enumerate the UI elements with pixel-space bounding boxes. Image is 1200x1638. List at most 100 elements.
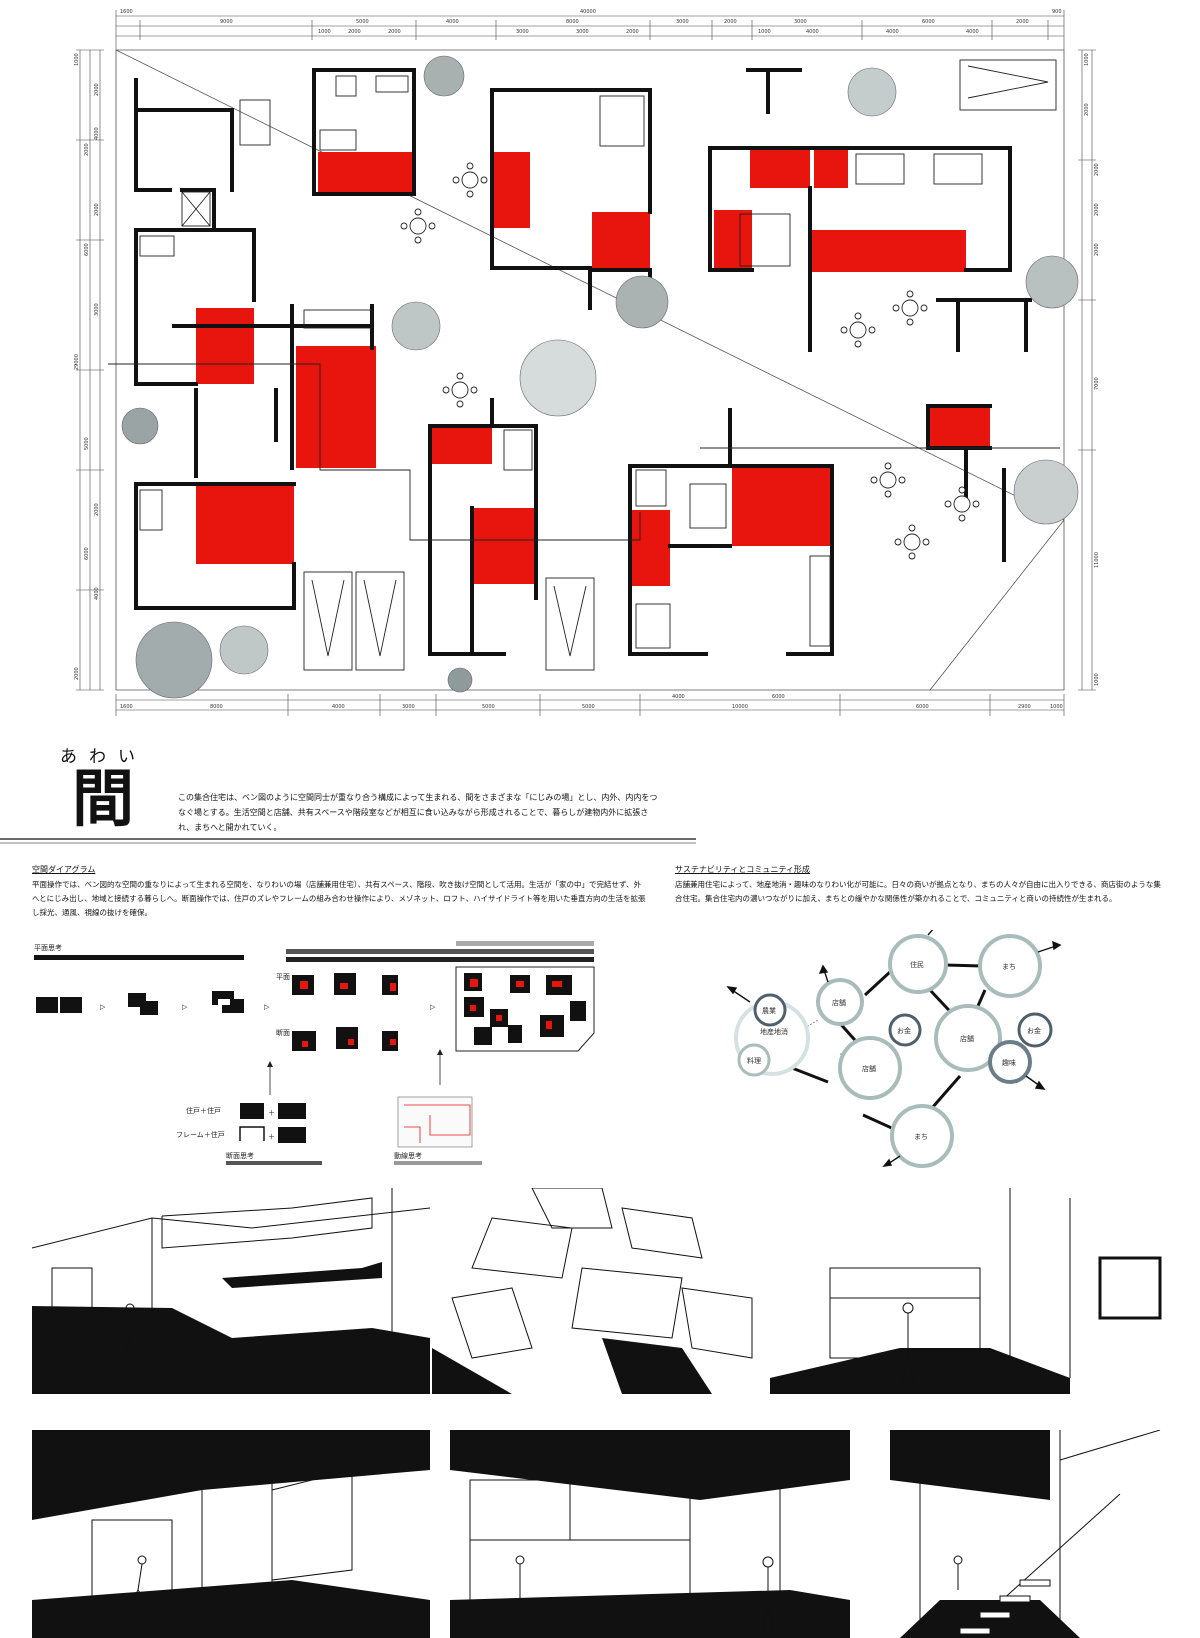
svg-text:5000: 5000 [482,704,495,710]
svg-text:まち: まち [914,1133,928,1141]
svg-text:1000: 1000 [1084,53,1090,66]
svg-text:8000: 8000 [566,19,579,25]
walls [134,68,1032,656]
svg-text:2000: 2000 [724,19,737,25]
svg-text:2000: 2000 [94,203,100,216]
svg-text:2000: 2000 [94,503,100,516]
perspective-3 [770,1188,1170,1394]
title-kanji: 間 [72,762,135,835]
title-furigana: あわい [60,747,147,767]
svg-text:3000: 3000 [402,704,415,710]
svg-text:4000: 4000 [446,19,459,25]
svg-text:▷: ▷ [264,1003,270,1011]
svg-text:4000: 4000 [672,694,685,700]
label-combo1: 住戸＋住戸 [186,1106,221,1115]
trees [121,55,1079,699]
svg-text:2000: 2000 [1094,163,1100,176]
svg-text:＋: ＋ [268,1133,275,1141]
svg-text:2000: 2000 [1094,203,1100,216]
network-diagram: 農業 地産地消 料理 店舗 住民 まち お金 店舗 お金 趣味 店舗 まち [726,930,1062,1168]
sustain-title: サステナビリティとコミュニティ形成 [675,865,810,874]
interior-lines [108,59,1060,671]
svg-text:4000: 4000 [94,587,100,600]
perspective-4 [32,1430,430,1638]
label-section-think: 断面思考 [226,1151,254,1160]
svg-text:2000: 2000 [74,667,80,680]
svg-text:3000: 3000 [94,303,100,316]
perspective-5 [450,1430,850,1638]
svg-text:2000: 2000 [1016,19,1029,25]
svg-text:4000: 4000 [806,29,819,35]
svg-text:＋: ＋ [268,1109,275,1117]
site-plan: 40000 1600 9000 5000 4000 8000 3000 2000… [74,9,1100,716]
svg-text:2000: 2000 [1084,103,1090,116]
svg-text:▷: ▷ [100,1003,106,1011]
svg-text:店舗: 店舗 [960,1034,974,1043]
red-zones [196,148,990,586]
svg-text:地産地消: 地産地消 [760,1027,788,1036]
svg-text:2000: 2000 [84,143,90,156]
svg-text:住民: 住民 [910,960,924,969]
svg-text:4000: 4000 [886,29,899,35]
dimension-frame [76,10,1096,716]
diagram-title: 空間ダイアグラム [32,865,96,874]
svg-text:7000: 7000 [1094,377,1100,390]
svg-text:3000: 3000 [576,29,589,35]
svg-text:1000: 1000 [318,29,331,35]
svg-text:1000: 1000 [758,29,771,35]
svg-text:6000: 6000 [772,694,785,700]
svg-text:2000: 2000 [348,29,361,35]
svg-text:3000: 3000 [794,19,807,25]
svg-text:お金: お金 [1027,1026,1041,1035]
label-section: 断面 [276,1028,290,1037]
svg-text:1000: 1000 [74,53,80,66]
svg-text:8000: 8000 [210,704,223,710]
svg-text:6000: 6000 [916,704,929,710]
svg-text:9000: 9000 [220,19,233,25]
svg-text:5000: 5000 [582,704,595,710]
svg-text:2900: 2900 [1018,704,1031,710]
svg-text:4000: 4000 [94,127,100,140]
space-diagram: 平面思考 ▷ ▷ ▷ 平面 断面 ▷ 住戸＋住戸 ＋ フレーム＋住戸 ＋ 断面思… [34,941,595,1165]
diagram-body: 平面操作では、ベン図的な空間の重なりによって生まれる空間を、なりわいの場（店舗兼… [32,880,646,917]
svg-text:趣味: 趣味 [1002,1058,1016,1067]
svg-text:2000: 2000 [1094,243,1100,256]
svg-text:4000: 4000 [966,29,979,35]
label-plan-think: 平面思考 [34,944,62,952]
svg-text:6000: 6000 [922,19,935,25]
perspective-2 [432,1188,758,1394]
svg-text:1000: 1000 [1050,704,1063,710]
svg-text:お金: お金 [897,1026,911,1035]
svg-text:5000: 5000 [356,19,369,25]
svg-text:まち: まち [1002,963,1016,971]
svg-text:店舗: 店舗 [862,1064,876,1073]
svg-text:2000: 2000 [626,29,639,35]
svg-text:900: 900 [1052,9,1062,15]
perspective-6 [880,1430,1170,1638]
svg-text:1600: 1600 [120,9,133,15]
site-boundary [115,49,1065,691]
sustain-body: 店舗兼用住宅によって、地産地消・趣味のなりわい化が可能に。日々の商いが拠点となり… [675,880,1161,903]
svg-text:1000: 1000 [1094,673,1100,686]
perspective-1 [32,1188,430,1394]
svg-text:農業: 農業 [762,1006,776,1015]
svg-text:5000: 5000 [84,437,90,450]
svg-text:3000: 3000 [676,19,689,25]
table-groups [400,162,980,560]
svg-text:6000: 6000 [84,243,90,256]
svg-text:4000: 4000 [332,704,345,710]
svg-text:6000: 6000 [84,547,90,560]
label-flow-think: 動線思考 [394,1151,422,1160]
label-combo2: フレーム＋住戸 [176,1130,225,1139]
dim-overall: 40000 [580,9,596,15]
svg-text:10000: 10000 [732,704,748,710]
svg-text:2000: 2000 [388,29,401,35]
svg-text:1600: 1600 [120,704,133,710]
svg-text:2000: 2000 [94,83,100,96]
svg-text:3000: 3000 [516,29,529,35]
dimension-labels: 40000 1600 9000 5000 4000 8000 3000 2000… [74,9,1100,710]
label-plan: 平面 [276,973,290,981]
intro-text: この集合住宅は、ベン図のように空間同士が重なり合う構成によって生まれる、間をさま… [178,793,658,832]
svg-text:▷: ▷ [182,1003,188,1011]
svg-text:29000: 29000 [74,354,80,370]
